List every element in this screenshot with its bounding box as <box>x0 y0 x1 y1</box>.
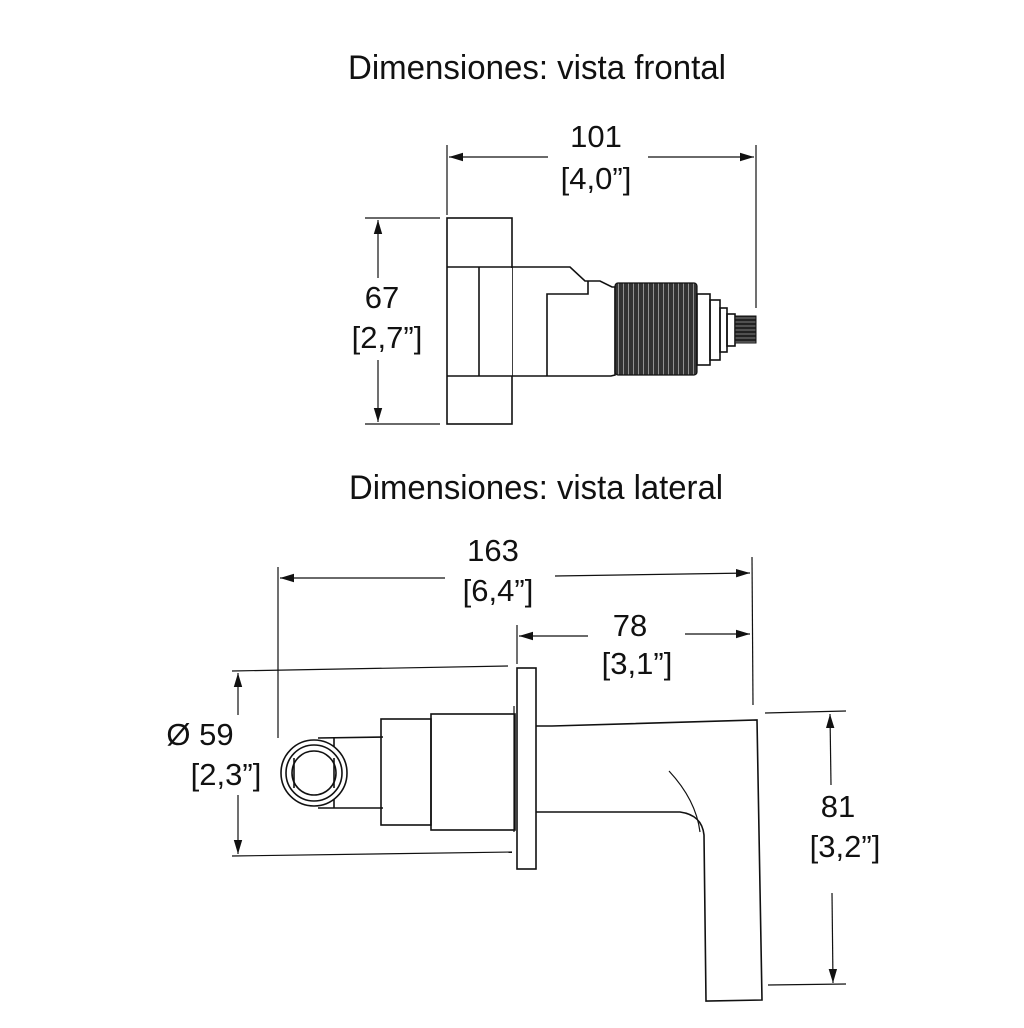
side-length-mm: 163 <box>467 533 519 568</box>
front-view: Dimensiones: vista frontal 101 [4,0”] 67… <box>348 49 757 425</box>
side-height-in: [3,2”] <box>810 829 881 864</box>
front-width-in: [4,0”] <box>561 161 632 196</box>
spline-stem <box>734 315 757 344</box>
side-length-dimension: 163 [6,4”] <box>277 533 754 738</box>
front-width-dimension: 101 [4,0”] <box>446 119 757 308</box>
side-projection-dimension: 78 [3,1”] <box>516 608 750 681</box>
front-height-mm: 67 <box>365 280 399 315</box>
front-width-mm: 101 <box>570 119 622 154</box>
thread <box>614 282 698 376</box>
front-height-dimension: 67 [2,7”] <box>352 217 440 425</box>
handle-ring <box>280 739 348 807</box>
side-diameter-mm: Ø 59 <box>166 717 233 752</box>
side-projection-in: [3,1”] <box>602 646 673 681</box>
front-height-in: [2,7”] <box>352 320 423 355</box>
side-height-mm: 81 <box>821 789 855 824</box>
side-view: Dimensiones: vista lateral 163 [6,4”] 78… <box>166 469 881 1002</box>
side-length-in: [6,4”] <box>463 573 534 608</box>
faucet-side <box>280 667 763 1002</box>
side-height-dimension: 81 [3,2”] <box>764 710 881 986</box>
front-view-title: Dimensiones: vista frontal <box>348 49 726 87</box>
side-projection-mm: 78 <box>613 608 647 643</box>
side-diameter-dimension: Ø 59 [2,3”] <box>166 665 513 857</box>
valve-body <box>446 217 757 425</box>
side-diameter-in: [2,3”] <box>191 757 262 792</box>
side-view-title: Dimensiones: vista lateral <box>349 469 723 507</box>
